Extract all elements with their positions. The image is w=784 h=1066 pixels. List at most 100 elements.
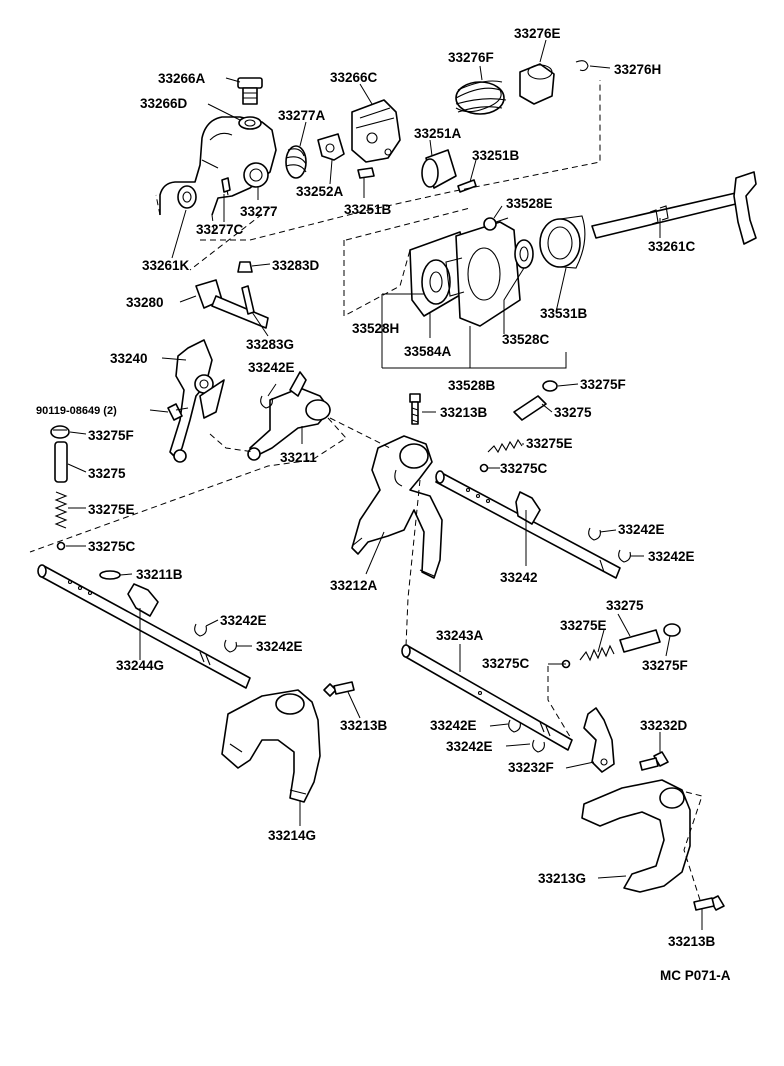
label-33242E-b2: 33242E [446, 739, 493, 754]
shaft-33242 [435, 470, 621, 579]
label-33277: 33277 [240, 204, 278, 219]
label-33242: 33242 [500, 570, 538, 585]
label-33528H: 33528H [352, 321, 399, 336]
label-33528C: 33528C [502, 332, 550, 347]
label-33277C: 33277C [196, 222, 244, 237]
rod-33275-left [54, 441, 68, 483]
plug-33275F-left [50, 425, 70, 439]
bolt-33213B-left [323, 681, 355, 697]
label-33275-right: 33275 [554, 405, 592, 420]
lever-33240 [169, 339, 225, 463]
part-labels: 33266A 33266D 33266C 33276F 33276E 33276… [36, 26, 731, 983]
label-33528B: 33528B [448, 378, 496, 393]
label-33232F: 33232F [508, 760, 554, 775]
boot-33531B [539, 215, 586, 269]
label-33266C: 33266C [330, 70, 378, 85]
label-33242E-top: 33242E [248, 360, 295, 375]
clip-33276H [575, 60, 589, 72]
label-33266D: 33266D [140, 96, 188, 111]
label-33242E-l1: 33242E [220, 613, 267, 628]
bushing-33277 [243, 162, 269, 188]
spring-33275E-left [54, 491, 68, 529]
label-33275E-bottom: 33275E [560, 618, 607, 633]
label-33242E-l2: 33242E [256, 639, 303, 654]
label-33240: 33240 [110, 351, 148, 366]
label-33261K: 33261K [142, 258, 190, 273]
pin-33283G [241, 285, 255, 315]
label-33277A: 33277A [278, 108, 326, 123]
label-33211B: 33211B [136, 567, 183, 582]
plug-33275F-bottom [663, 623, 681, 637]
plug-33283D [237, 261, 253, 273]
label-33251B-bottom: 33251B [344, 202, 392, 217]
bolt-33528E [483, 217, 509, 231]
pin-33251B-left [357, 167, 375, 179]
label-33212A: 33212A [330, 578, 378, 593]
label-33261C: 33261C [648, 239, 696, 254]
label-33531B: 33531B [540, 306, 588, 321]
label-33276E: 33276E [514, 26, 561, 41]
sleeve-33251A [421, 149, 457, 189]
label-33252A: 33252A [296, 184, 344, 199]
label-33251A: 33251A [414, 126, 462, 141]
clip-33242E-l2 [224, 639, 237, 653]
spring-33277A [285, 145, 307, 179]
label-33242E-r1: 33242E [618, 522, 665, 537]
label-33213B-mid: 33213B [440, 405, 488, 420]
label-33283D: 33283D [272, 258, 320, 273]
label-33275F-bottom: 33275F [642, 658, 688, 673]
label-33243A: 33243A [436, 628, 484, 643]
lever-33211 [247, 371, 331, 461]
label-33211: 33211 [280, 450, 317, 465]
clip-33242E-top [260, 395, 273, 409]
label-33275C-bottom: 33275C [482, 656, 530, 671]
clip-33242E-r1 [588, 527, 601, 541]
pin-33251B-right [457, 179, 477, 193]
shaft-33244G [37, 564, 251, 689]
dashed-lines [29, 80, 703, 901]
label-33251B-right: 33251B [472, 148, 520, 163]
seal-33528C [514, 239, 534, 269]
label-33266A: 33266A [158, 71, 206, 86]
bolt-33213B-bottom-right [693, 895, 725, 911]
label-33275F-left: 33275F [88, 428, 134, 443]
fork-33214G [221, 689, 321, 803]
pin-33211B [99, 570, 121, 580]
label-33275E-right: 33275E [526, 436, 573, 451]
bolt-90119 [167, 403, 189, 421]
ball-33275C-left [56, 541, 66, 551]
bolt-33213B-mid [409, 393, 421, 425]
label-33275C-left: 33275C [88, 539, 136, 554]
label-33276F: 33276F [448, 50, 494, 65]
label-33213G: 33213G [538, 871, 586, 886]
label-33283G: 33283G [246, 337, 294, 352]
gasket-33266D [238, 116, 262, 130]
label-33584A: 33584A [404, 344, 452, 359]
label-33244G: 33244G [116, 658, 164, 673]
label-33232D: 33232D [640, 718, 688, 733]
plug-33275F-right [542, 380, 558, 392]
label-33280: 33280 [126, 295, 164, 310]
clip-33242E-b2 [532, 739, 545, 753]
label-33528E: 33528E [506, 196, 553, 211]
label-33275C-right: 33275C [500, 461, 548, 476]
seal-33261K [177, 185, 197, 209]
label-33242E-r2: 33242E [648, 549, 695, 564]
label-90119-08649: 90119-08649 (2) [36, 405, 117, 417]
clip-33242E-r2 [618, 549, 631, 563]
label-33276H: 33276H [614, 62, 661, 77]
bolt-33232D [639, 751, 669, 771]
label-33275-left: 33275 [88, 466, 126, 481]
ball-33275C-right [479, 463, 489, 473]
leader-lines [66, 39, 703, 930]
fork-33213G [581, 779, 691, 893]
shaft-33261C [591, 171, 757, 245]
diagram-code: MC P071-A [660, 968, 731, 983]
label-33213B-left: 33213B [340, 718, 388, 733]
label-33214G: 33214G [268, 828, 316, 843]
spring-33275E-bottom [579, 644, 615, 662]
spring-33276F [455, 80, 507, 115]
label-33275-bottom: 33275 [606, 598, 644, 613]
label-33242E-b1: 33242E [430, 718, 477, 733]
